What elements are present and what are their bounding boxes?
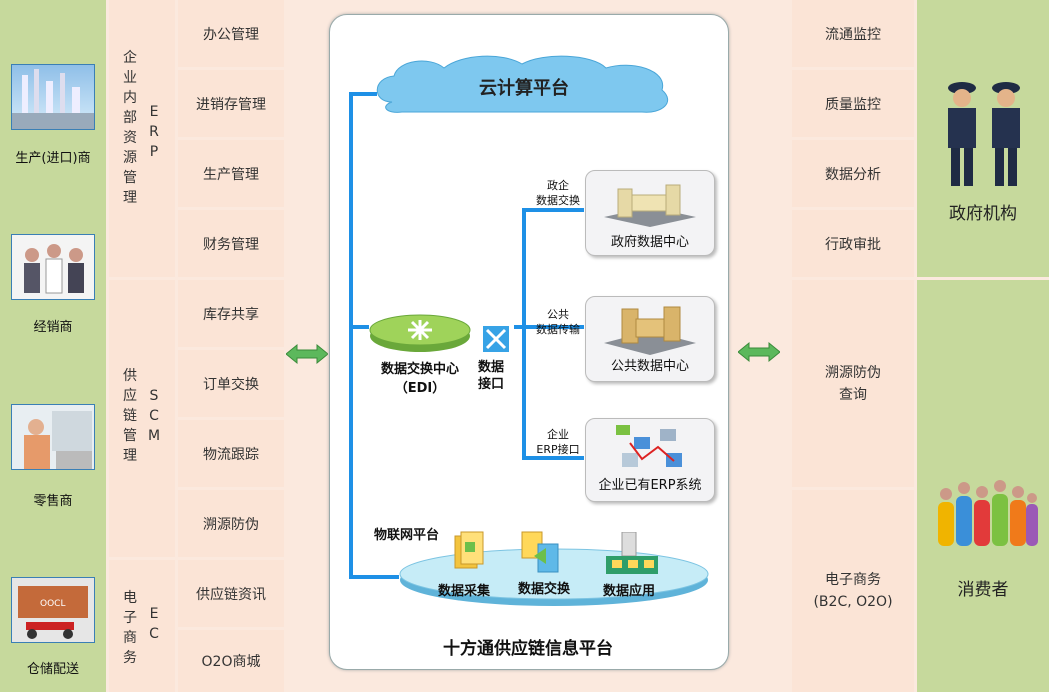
factory-icon <box>11 64 95 130</box>
group-ec-title: 电子商务 <box>123 590 137 666</box>
consumer-actor-cell <box>917 280 1049 692</box>
erp-system-label: 企业已有ERP系统 <box>598 478 702 493</box>
police-officers-icon <box>948 82 1020 186</box>
list-item: 订单交换 <box>178 350 284 417</box>
link-label-erp-1: 企业 <box>547 428 569 441</box>
public-building-icon <box>604 306 696 355</box>
gov-data-center-label: 政府数据中心 <box>610 235 689 250</box>
edi-hub-sub: （EDI） <box>394 381 446 396</box>
list-item: 生产管理 <box>178 140 284 207</box>
group-scm-title: 供应链管理 <box>123 368 137 464</box>
data-collect-icon <box>454 531 484 569</box>
list-item: 供应链资讯 <box>178 560 284 627</box>
link-label-gov-2: 数据交换 <box>536 194 580 207</box>
data-exchange-icon <box>521 531 559 573</box>
public-data-center-label: 公共数据中心 <box>610 359 689 374</box>
group-erp-abbr: ERP <box>149 104 159 160</box>
double-arrow-right <box>738 341 780 363</box>
public-data-center-node: 公共数据中心 <box>585 296 715 382</box>
iot-item-application: 数据应用 <box>603 584 656 599</box>
list-item: 溯源防伪 <box>178 490 284 557</box>
iot-item-exchange: 数据交换 <box>518 582 571 597</box>
retail-icon <box>11 404 95 470</box>
data-interface-label-1: 数据 <box>478 360 505 375</box>
actor-label-producer: 生产(进口)商 <box>15 151 91 166</box>
list-item: 财务管理 <box>178 210 284 277</box>
gov-item: 流通监控 <box>792 0 914 67</box>
connector-lines <box>349 92 584 579</box>
consumers-crowd-icon <box>938 480 1038 546</box>
iot-title: 物联网平台 <box>374 528 440 543</box>
consumer-item-trace-line1: 溯源防伪 <box>825 364 881 381</box>
link-label-public-2: 数据传输 <box>536 323 580 336</box>
actor-label-retailer: 零售商 <box>33 494 73 509</box>
list-item: 物流跟踪 <box>178 420 284 487</box>
actor-label-warehouse: 仓储配送 <box>26 662 79 677</box>
platform-footer-title: 十方通供应链信息平台 <box>443 639 613 659</box>
double-arrow-left <box>286 343 328 365</box>
erp-system-node: 企业已有ERP系统 <box>585 418 715 502</box>
consumer-item-ecommerce-line1: 电子商务 <box>825 572 881 588</box>
cloud-label: 云计算平台 <box>479 78 569 99</box>
link-label-gov-1: 政企 <box>547 179 569 192</box>
gov-item: 行政审批 <box>792 210 914 277</box>
group-erp-cell <box>109 0 175 277</box>
list-item: 办公管理 <box>178 0 284 67</box>
gov-actor-label: 政府机构 <box>949 204 1017 224</box>
list-item: 进销存管理 <box>178 70 284 137</box>
group-scm-abbr: SCM <box>147 388 161 444</box>
list-item: O2O商城 <box>178 630 284 692</box>
iot-item-collect: 数据采集 <box>438 584 491 599</box>
consumer-item-ecommerce: 电子商务 (B2C, O2O) <box>792 490 914 692</box>
erp-network-icon <box>616 425 682 467</box>
group-ec-cell <box>109 560 175 692</box>
gov-data-center-node: 政府数据中心 <box>585 170 715 256</box>
handshake-icon <box>11 234 95 300</box>
consumer-item-trace: 溯源防伪 查询 <box>792 280 914 487</box>
gov-actor-cell <box>917 0 1049 277</box>
cloud-icon <box>376 55 669 113</box>
edi-hub-icon <box>369 314 471 352</box>
gov-building-icon <box>604 184 696 227</box>
link-label-public-1: 公共 <box>547 308 569 321</box>
svg-text:OOCL: OOCL <box>40 599 65 609</box>
data-interface-icon <box>483 326 509 352</box>
gov-item: 数据分析 <box>792 140 914 207</box>
group-erp-title: 企业内部资源管理 <box>123 50 137 206</box>
data-application-icon <box>606 532 658 574</box>
actor-label-distributor: 经销商 <box>33 320 73 335</box>
gov-item: 质量监控 <box>792 70 914 137</box>
list-item: 库存共享 <box>178 280 284 347</box>
consumer-actor-label: 消费者 <box>957 580 1009 600</box>
consumer-item-ecommerce-line2: (B2C, O2O) <box>813 594 893 610</box>
warehouse-truck-icon: OOCL <box>11 577 95 643</box>
consumer-item-trace-line2: 查询 <box>839 386 867 403</box>
link-label-erp-2: ERP接口 <box>536 443 580 456</box>
edi-hub-name: 数据交换中心 <box>380 362 459 377</box>
group-scm-cell <box>109 280 175 557</box>
group-ec-abbr: EC <box>149 606 159 642</box>
data-interface-label-2: 接口 <box>478 377 505 392</box>
